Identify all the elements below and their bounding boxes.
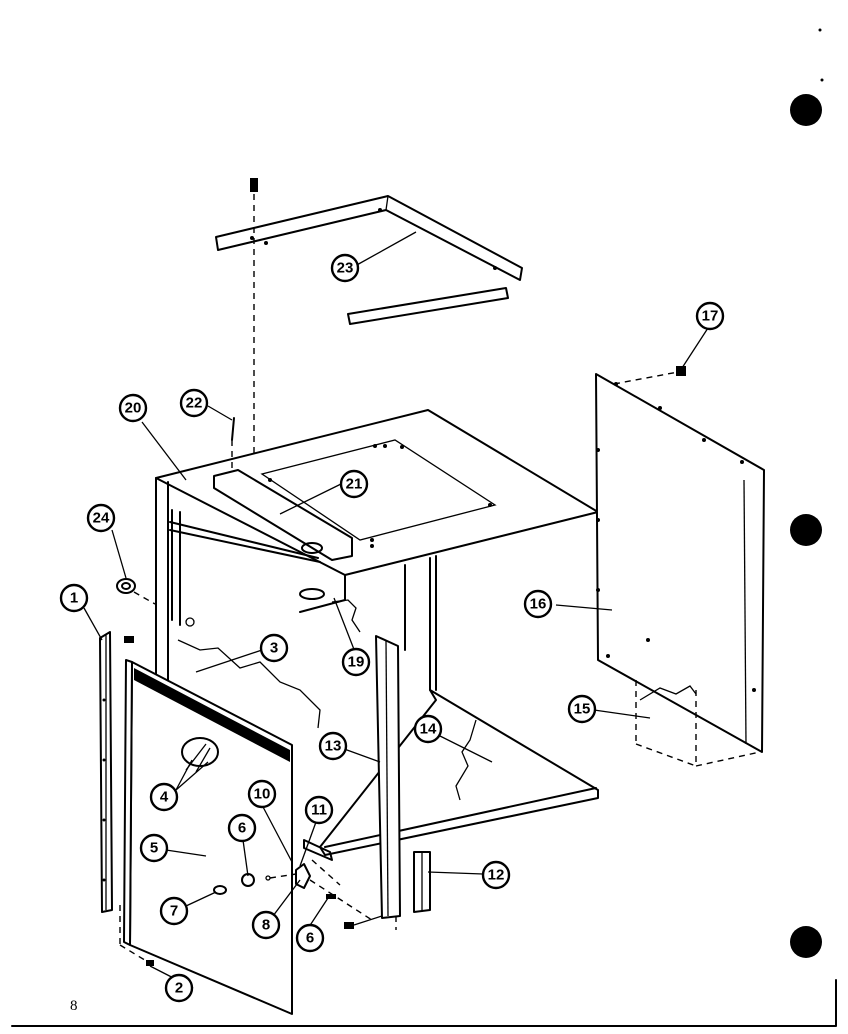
svg-text:23: 23 bbox=[337, 260, 354, 277]
callout-24: 24 bbox=[86, 503, 116, 533]
callout-7: 7 bbox=[159, 896, 189, 926]
svg-text:3: 3 bbox=[270, 640, 278, 657]
callout-19: 19 bbox=[341, 647, 371, 677]
svg-text:20: 20 bbox=[125, 400, 142, 417]
callout-17: 17 bbox=[695, 301, 725, 331]
callout-16: 16 bbox=[523, 589, 553, 619]
svg-text:1: 1 bbox=[70, 590, 78, 607]
svg-text:6: 6 bbox=[238, 820, 246, 837]
callout-21: 21 bbox=[339, 469, 369, 499]
binder-hole-top bbox=[790, 94, 822, 126]
right-side-panel bbox=[595, 366, 765, 767]
svg-text:21: 21 bbox=[346, 476, 363, 493]
binder-holes bbox=[790, 28, 824, 958]
svg-text:24: 24 bbox=[93, 510, 110, 527]
svg-text:10: 10 bbox=[254, 786, 271, 803]
svg-text:22: 22 bbox=[186, 395, 203, 412]
svg-text:17: 17 bbox=[702, 308, 719, 325]
svg-text:11: 11 bbox=[311, 802, 327, 819]
svg-text:7: 7 bbox=[170, 903, 178, 920]
svg-text:15: 15 bbox=[574, 701, 591, 718]
callout-14: 14 bbox=[413, 714, 443, 744]
svg-text:6: 6 bbox=[306, 930, 314, 947]
knob-part bbox=[116, 578, 156, 605]
binder-hole-bottom bbox=[790, 926, 822, 958]
page-border bbox=[11, 979, 837, 1027]
callout-8: 8 bbox=[251, 910, 281, 940]
svg-text:8: 8 bbox=[262, 917, 270, 934]
callout-4: 4 bbox=[149, 782, 179, 812]
svg-text:13: 13 bbox=[325, 738, 342, 755]
callout-5: 5 bbox=[139, 833, 169, 863]
callout-1: 1 bbox=[59, 583, 89, 613]
svg-text:19: 19 bbox=[348, 654, 365, 671]
svg-text:2: 2 bbox=[175, 980, 183, 997]
top-screw bbox=[250, 178, 258, 470]
callout-22: 22 bbox=[179, 388, 209, 418]
svg-text:5: 5 bbox=[150, 840, 158, 857]
front-door-panel bbox=[119, 659, 297, 1015]
left-channel-part bbox=[99, 631, 134, 913]
callout-15: 15 bbox=[567, 694, 597, 724]
bracket-part bbox=[413, 851, 431, 913]
callout-20: 20 bbox=[118, 393, 148, 423]
callout-11: 11 bbox=[304, 795, 334, 825]
svg-text:16: 16 bbox=[530, 596, 547, 613]
svg-text:4: 4 bbox=[160, 789, 169, 806]
callout-2: 2 bbox=[164, 973, 194, 1003]
callout-23: 23 bbox=[330, 253, 360, 283]
binder-hole-middle bbox=[790, 514, 822, 546]
callout-6-lower: 6 bbox=[295, 923, 325, 953]
latch-assembly bbox=[295, 839, 383, 929]
callout-13: 13 bbox=[318, 731, 348, 761]
callout-3: 3 bbox=[259, 633, 289, 663]
side-post-part bbox=[375, 635, 401, 930]
callout-10: 10 bbox=[247, 779, 277, 809]
page-number: 8 bbox=[70, 998, 78, 1014]
top-frame-part bbox=[215, 195, 523, 325]
screw-22 bbox=[231, 417, 235, 468]
leader-lines bbox=[83, 231, 709, 989]
callout-12: 12 bbox=[481, 860, 511, 890]
svg-text:14: 14 bbox=[420, 721, 437, 738]
svg-text:12: 12 bbox=[488, 867, 505, 884]
callout-6-upper: 6 bbox=[227, 813, 257, 843]
